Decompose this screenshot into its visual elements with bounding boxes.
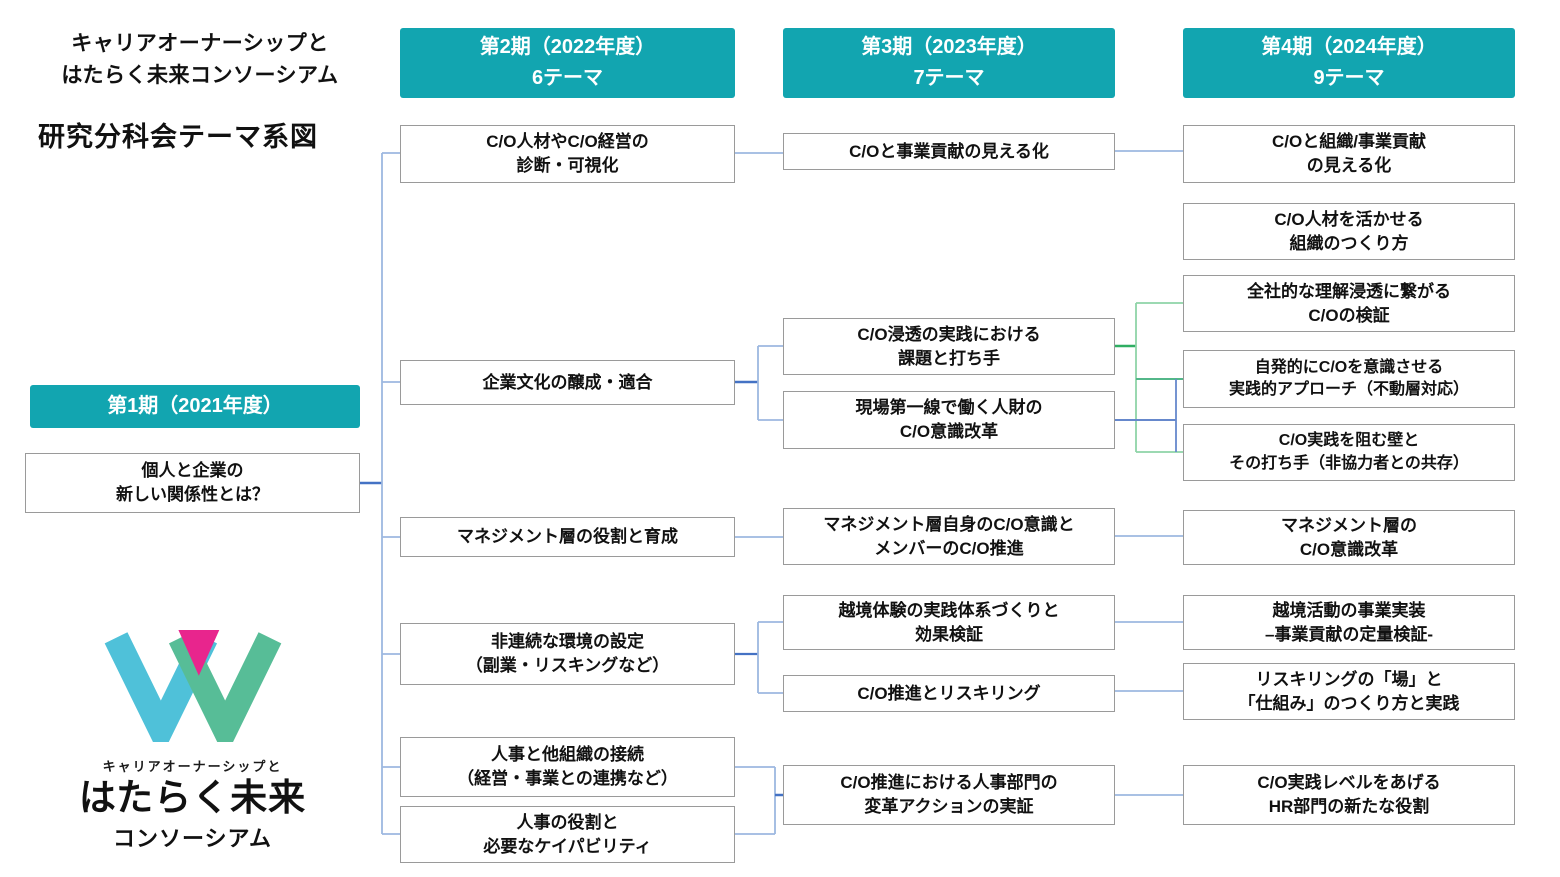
w-logo-icon (104, 630, 281, 742)
theme-box-2022-4: 非連続な環境の設定 （副業・リスキングなど） (400, 623, 735, 685)
theme-box-2024-8: リスキリングの「場」と 「仕組み」のつくり方と実践 (1183, 663, 1515, 720)
consortium-logo: キャリアオーナーシップと はたらく未来 コンソーシアム (60, 630, 325, 853)
phase1-header: 第1期（2021年度） (30, 385, 360, 428)
theme-box-2023-4: マネジメント層自身のC/O意識と メンバーのC/O推進 (783, 508, 1115, 565)
theme-box-2022-6: 人事の役割と 必要なケイパビリティ (400, 806, 735, 863)
theme-box-2022-2: 企業文化の醸成・適合 (400, 360, 735, 405)
phase3-header: 第3期（2023年度） 7テーマ (783, 28, 1115, 98)
theme-box-2024-2: C/O人材を活かせる 組織のつくり方 (1183, 203, 1515, 260)
theme-box-2022-5: 人事と他組織の接続 （経営・事業との連携など） (400, 737, 735, 797)
theme-box-2024-7: 越境活動の事業実装 –事業貢献の定量検証- (1183, 595, 1515, 650)
theme-box-2023-6: C/O推進とリスキリング (783, 675, 1115, 712)
theme-box-2023-1: C/Oと事業貢献の見える化 (783, 133, 1115, 170)
theme-box-2024-1: C/Oと組織/事業貢献 の見える化 (1183, 125, 1515, 183)
theme-box-2024-4: 自発的にC/Oを意識させる 実践的アプローチ（不動層対応） (1183, 350, 1515, 408)
logo-name: はたらく未来 (78, 777, 307, 818)
theme-box-2021-question: 個人と企業の 新しい関係性とは？ (25, 453, 360, 513)
theme-box-2023-3: 現場第一線で働く人財の C/O意識改革 (783, 391, 1115, 449)
org-title: キャリアオーナーシップと はたらく未来コンソーシアム (61, 32, 339, 87)
theme-box-2022-3: マネジメント層の役割と育成 (400, 517, 735, 557)
logo-tagline: キャリアオーナーシップと (102, 759, 283, 774)
phase4-header: 第4期（2024年度） 9テーマ (1183, 28, 1515, 98)
theme-box-2022-1: C/O人材やC/O経営の 診断・可視化 (400, 125, 735, 183)
phase2-header: 第2期（2022年度） 6テーマ (400, 28, 735, 98)
page-title: 研究分科会テーマ系図 (38, 122, 318, 152)
theme-box-2024-6: マネジメント層の C/O意識改革 (1183, 510, 1515, 565)
theme-box-2023-5: 越境体験の実践体系づくりと 効果検証 (783, 595, 1115, 650)
theme-box-2024-5: C/O実践を阻む壁と その打ち手（非協力者との共存） (1183, 424, 1515, 481)
theme-box-2024-3: 全社的な理解浸透に繋がる C/Oの検証 (1183, 275, 1515, 332)
theme-box-2023-7: C/O推進における人事部門の 変革アクションの実証 (783, 765, 1115, 825)
theme-box-2024-9: C/O実践レベルをあげる HR部門の新たな役割 (1183, 765, 1515, 825)
logo-subname: コンソーシアム (112, 825, 273, 851)
theme-box-2023-2: C/O浸透の実践における 課題と打ち手 (783, 318, 1115, 375)
